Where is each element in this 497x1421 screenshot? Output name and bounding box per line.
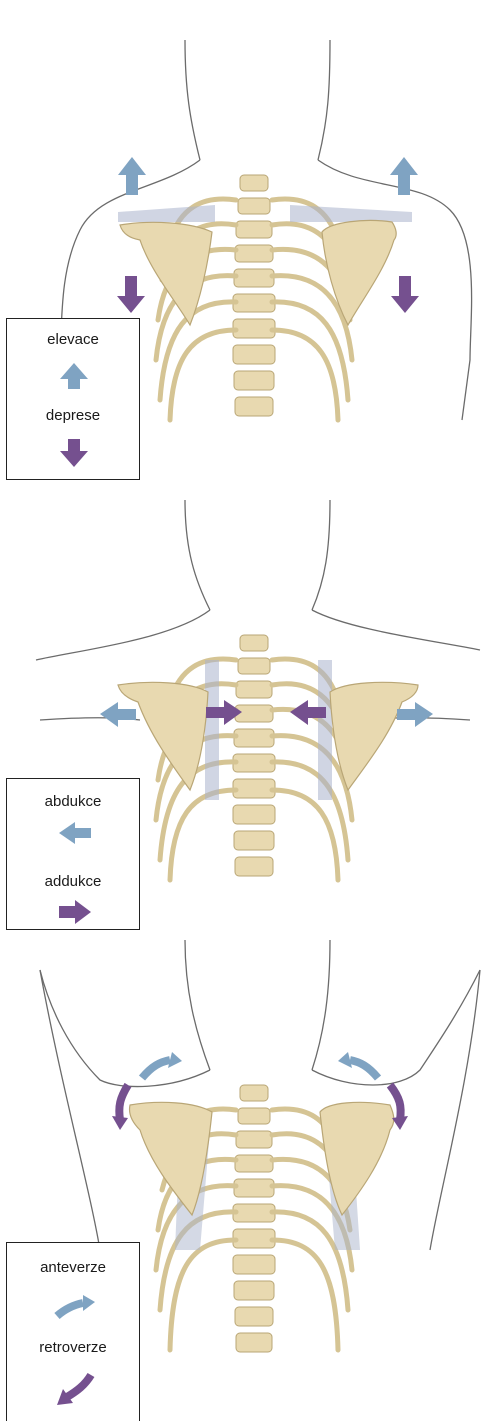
elevation-arrows	[118, 157, 418, 195]
panel-anteversion-retroversion: anteverze retroverze	[0, 930, 497, 1421]
legend-label-elevation: elevace	[7, 331, 139, 348]
arrow-left-icon	[100, 702, 136, 727]
legend-2: abdukce addukce	[6, 778, 140, 930]
arrow-left-icon	[7, 821, 141, 845]
legend-label-depression: deprese	[7, 407, 139, 424]
anteversion-arrows	[142, 1052, 378, 1078]
legend-1: elevace deprese	[6, 318, 140, 480]
right-scapula	[330, 682, 418, 790]
arrow-right-icon	[7, 899, 141, 925]
legend-label-abduction: abdukce	[7, 793, 139, 810]
right-scapula	[322, 220, 396, 325]
curved-arrow-left-down-icon	[119, 1085, 128, 1120]
curved-arrow-down-left-icon	[7, 1371, 141, 1411]
curved-arrow-right-up-icon	[350, 1060, 378, 1078]
legend-label-adduction: addukce	[7, 873, 139, 890]
arrow-up-icon	[7, 361, 141, 391]
left-scapula	[118, 682, 208, 790]
arrow-down-icon	[7, 437, 141, 469]
arrow-down-left-icon	[117, 276, 145, 313]
curved-arrow-up-right-icon	[7, 1291, 141, 1321]
arrow-up-left-icon	[118, 157, 146, 195]
arrow-down-right-icon	[391, 276, 419, 313]
panel-elevation-depression: elevace deprese	[0, 0, 497, 480]
legend-3: anteverze retroverze	[6, 1242, 140, 1421]
panel-abduction-adduction: abdukce addukce	[0, 480, 497, 930]
curved-arrow-left-up-icon	[142, 1060, 170, 1078]
arrow-up-right-icon	[390, 157, 418, 195]
arrow-right-outer-icon	[397, 702, 433, 727]
legend-label-retroversion: retroverze	[7, 1339, 139, 1356]
legend-label-anteversion: anteverze	[7, 1259, 139, 1276]
